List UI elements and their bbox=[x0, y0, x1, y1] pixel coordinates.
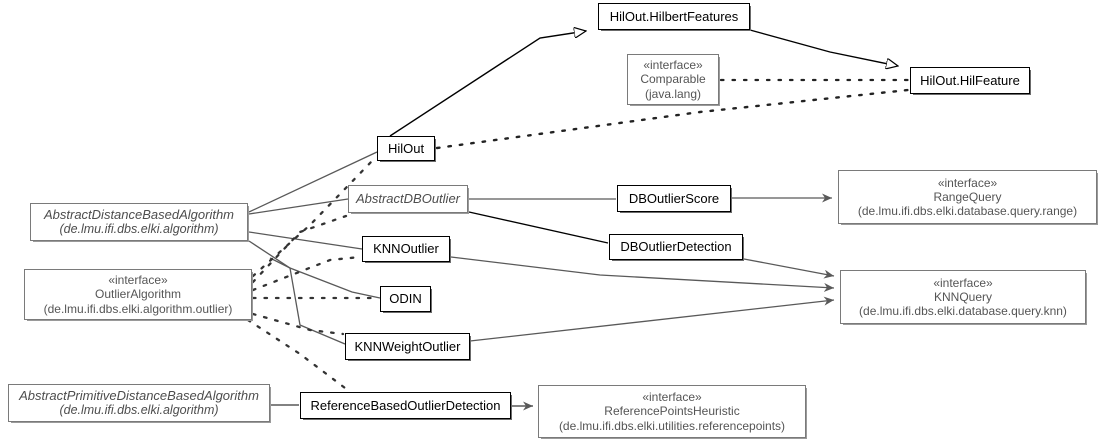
node-range-query[interactable]: «interface» RangeQuery (de.lmu.ifi.dbs.e… bbox=[838, 170, 1097, 224]
package-label: (de.lmu.ifi.dbs.elki.algorithm.outlier) bbox=[43, 301, 233, 316]
edge-outlieralgorithm-to-referencebasedoutlierdetection bbox=[246, 318, 347, 390]
edge-outlieralgorithm-to-knnweightoutlier bbox=[251, 312, 345, 336]
node-reference-points-heuristic[interactable]: «interface» ReferencePointsHeuristic (de… bbox=[538, 385, 806, 438]
edge-adba-to-odin bbox=[248, 240, 381, 299]
node-label: KNNWeightOutlier bbox=[354, 338, 461, 354]
edge-hilbertfeatures-to-hilfeature bbox=[749, 29, 898, 66]
node-knn-weight-outlier[interactable]: KNNWeightOutlier bbox=[345, 333, 470, 360]
node-label: OutlierAlgorithm bbox=[94, 287, 182, 302]
node-comparable[interactable]: «interface» Comparable (java.lang) bbox=[627, 54, 719, 105]
package-label: (de.lmu.ifi.dbs.elki.database.query.knn) bbox=[859, 304, 1067, 319]
node-abstract-distance-based-algorithm[interactable]: AbstractDistanceBasedAlgorithm (de.lmu.i… bbox=[30, 203, 248, 241]
edge-adba-to-abstractdboutlier bbox=[248, 198, 349, 215]
node-hilout-hilbertfeatures[interactable]: HilOut.HilbertFeatures bbox=[598, 3, 750, 30]
package-label: (de.lmu.ifi.dbs.elki.algorithm) bbox=[59, 222, 219, 237]
node-hilout[interactable]: HilOut bbox=[377, 136, 435, 161]
node-label: RangeQuery bbox=[933, 189, 1002, 204]
package-label: (de.lmu.ifi.dbs.elki.algorithm) bbox=[59, 403, 219, 418]
edge-knnoutlier-to-knnquery bbox=[450, 256, 835, 292]
node-reference-based-outlier-detection[interactable]: ReferenceBasedOutlierDetection bbox=[300, 392, 511, 419]
node-label: ReferenceBasedOutlierDetection bbox=[310, 397, 501, 413]
node-outlier-algorithm[interactable]: «interface» OutlierAlgorithm (de.lmu.ifi… bbox=[24, 269, 252, 320]
stereotype-label: «interface» bbox=[643, 58, 703, 73]
edge-outlieralgorithm-to-hilout bbox=[251, 159, 374, 278]
edge-adba-to-hilout bbox=[248, 151, 378, 213]
package-label: (de.lmu.ifi.dbs.elki.utilities.reference… bbox=[558, 418, 786, 433]
node-label: HilOut.HilbertFeatures bbox=[609, 8, 739, 24]
edge-knnweightoutlier-to-knnquery bbox=[469, 296, 835, 342]
edge-abstractdboutlier-to-dboutlierdetection bbox=[468, 211, 609, 244]
stereotype-label: «interface» bbox=[933, 275, 993, 290]
node-label: HilOut bbox=[387, 140, 425, 156]
edge-outlieralgorithm-to-knnoutlier bbox=[251, 255, 362, 292]
stereotype-label: «interface» bbox=[108, 273, 168, 288]
node-label: AbstractPrimitiveDistanceBasedAlgorithm bbox=[19, 387, 259, 403]
node-abstract-db-outlier[interactable]: AbstractDBOutlier bbox=[348, 185, 468, 213]
node-knn-query[interactable]: «interface» KNNQuery (de.lmu.ifi.dbs.elk… bbox=[840, 270, 1086, 324]
node-label: DBOutlierDetection bbox=[620, 239, 732, 255]
edge-outlieralgorithm-to-abstractdboutlier bbox=[251, 214, 348, 284]
stereotype-label: «interface» bbox=[642, 390, 702, 405]
node-label: AbstractDistanceBasedAlgorithm bbox=[43, 206, 235, 222]
node-db-outlier-detection[interactable]: DBOutlierDetection bbox=[609, 234, 743, 260]
node-abstract-primitive-distance-based-algorithm[interactable]: AbstractPrimitiveDistanceBasedAlgorithm … bbox=[8, 384, 270, 422]
node-label: ReferencePointsHeuristic bbox=[604, 404, 740, 419]
stereotype-label: «interface» bbox=[937, 175, 998, 190]
package-label: (java.lang) bbox=[644, 86, 702, 101]
node-db-outlier-score[interactable]: DBOutlierScore bbox=[617, 185, 731, 212]
package-label: (de.lmu.ifi.dbs.elki.database.query.rang… bbox=[857, 204, 1078, 219]
edge-adba-to-knnweightoutlier bbox=[269, 257, 346, 345]
node-label: DBOutlierScore bbox=[628, 190, 720, 206]
node-label: KNNOutlier bbox=[373, 241, 439, 257]
edge-hilout-to-hilbertfeatures bbox=[389, 31, 586, 137]
edge-hilout-to-hilfeature bbox=[435, 88, 910, 150]
edge-adba-to-knnoutlier bbox=[248, 231, 363, 250]
edge-dboutlierdetection-to-knnquery bbox=[743, 258, 835, 279]
node-label: AbstractDBOutlier bbox=[355, 191, 461, 207]
node-label: Comparable bbox=[640, 72, 706, 87]
node-label: KNNQuery bbox=[933, 289, 992, 304]
node-label: ODIN bbox=[389, 291, 422, 307]
node-hilout-hilfeature[interactable]: HilOut.HilFeature bbox=[910, 67, 1030, 94]
node-label: HilOut.HilFeature bbox=[920, 72, 1020, 88]
node-odin[interactable]: ODIN bbox=[380, 286, 431, 312]
node-knn-outlier[interactable]: KNNOutlier bbox=[362, 236, 450, 262]
